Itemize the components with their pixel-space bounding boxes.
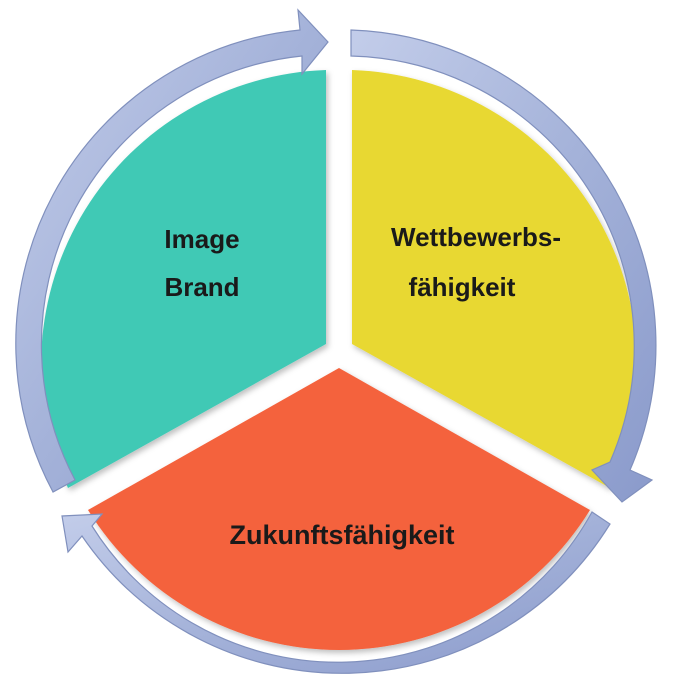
cycle-arrow-right <box>350 29 657 503</box>
segment-image-brand <box>41 70 327 488</box>
cycle-arrow-left <box>15 8 329 493</box>
segment-label-faehigkeit: fähigkeit <box>409 272 516 302</box>
segment-label-brand: Brand <box>164 272 239 302</box>
segment-label-wettbewerbs: Wettbewerbs- <box>391 222 561 252</box>
segment-zukunftsfaehigkeit <box>88 368 590 651</box>
segment-wettbewerbsfaehigkeit <box>352 70 637 488</box>
cycle-arrow-bottom <box>61 511 611 674</box>
segment-label-zukunftsfaehigkeit: Zukunftsfähigkeit <box>229 520 454 550</box>
segment-label-image: Image <box>164 224 239 254</box>
